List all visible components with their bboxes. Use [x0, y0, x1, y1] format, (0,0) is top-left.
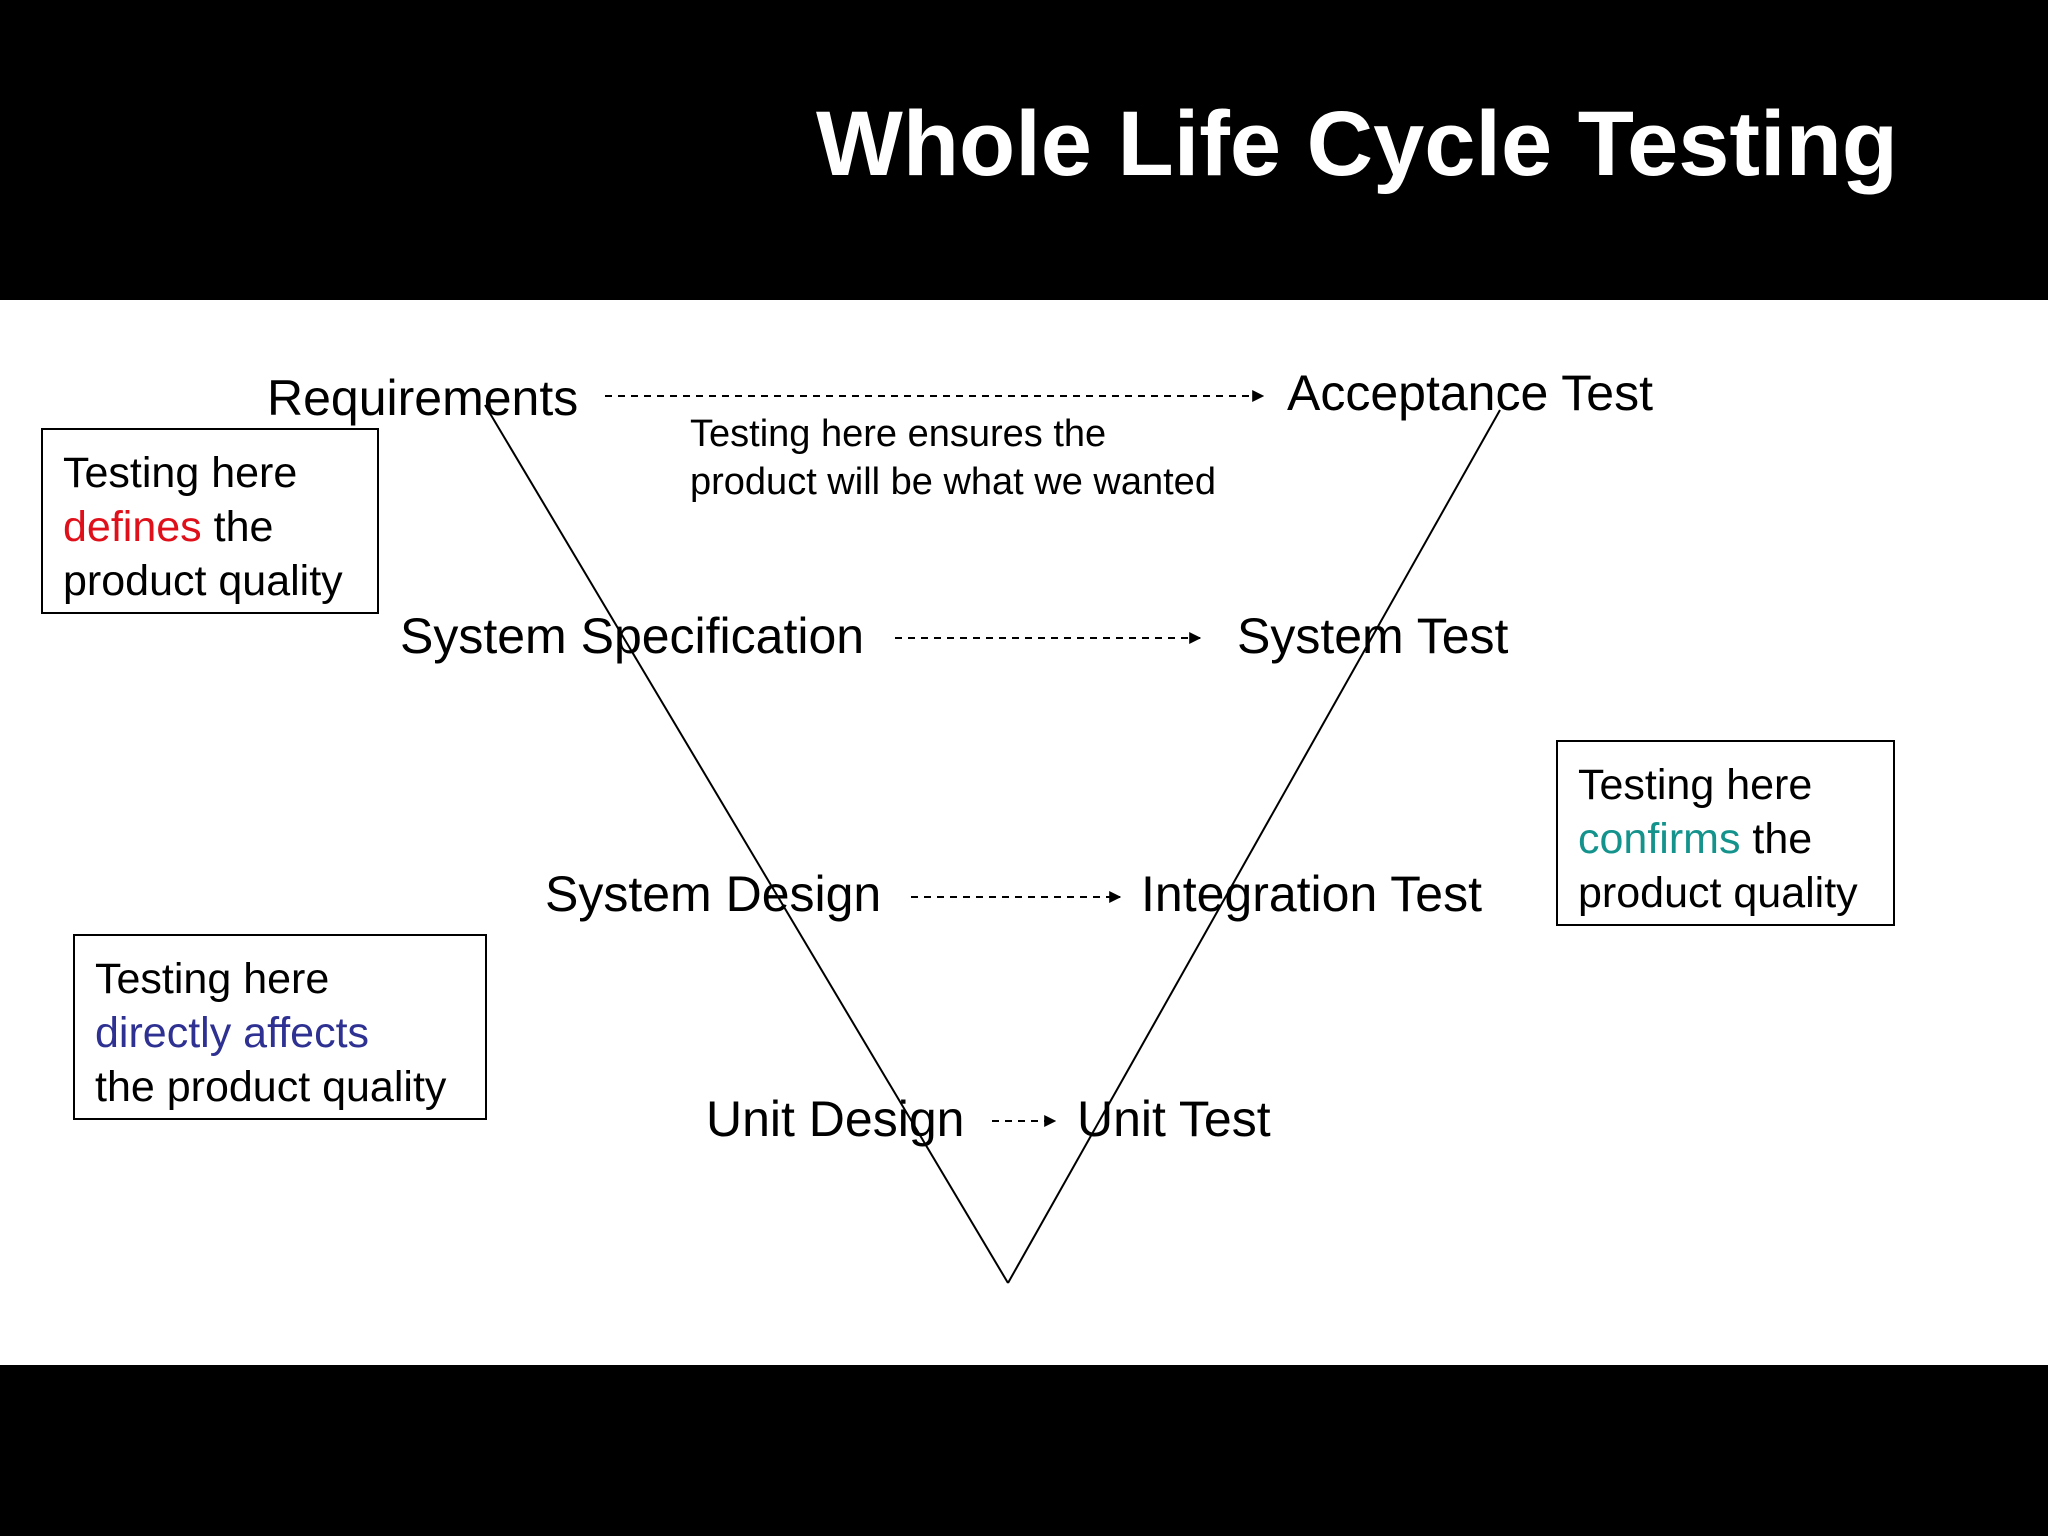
acceptance-note-line-2: product will be what we wanted — [690, 461, 1216, 503]
acceptance-note: Testing here ensures the product will be… — [690, 410, 1216, 506]
highlight-confirms: confirms — [1578, 815, 1741, 863]
stage-system-test: System Test — [1237, 608, 1509, 664]
callout-defines-line-3: product quality — [63, 557, 343, 605]
callout-confirms-line-2: confirms the — [1578, 812, 1893, 866]
stage-requirements: Requirements — [267, 370, 579, 426]
v-left-leg — [484, 404, 1009, 1284]
stage-system-design: System Design — [545, 866, 882, 922]
callout-affects-line-3: the product quality — [95, 1063, 447, 1111]
callout-affects-line-1: Testing here — [95, 955, 330, 1003]
v-right-leg — [1007, 409, 1501, 1284]
callout-confirms-line-1: Testing here — [1578, 761, 1813, 809]
callout-box-confirms: Testing here confirms the product qualit… — [1556, 740, 1895, 926]
stage-system-specification: System Specification — [400, 608, 865, 664]
callout-defines-line-1: Testing here — [63, 449, 298, 497]
slide-title: Whole Life Cycle Testing — [816, 93, 1898, 195]
stage-unit-test: Unit Test — [1077, 1091, 1271, 1147]
callout-confirms-rest: the — [1740, 815, 1813, 863]
highlight-affects: directly affects — [95, 1009, 370, 1057]
stage-acceptance-test: Acceptance Test — [1287, 365, 1653, 421]
bottom-band — [0, 1365, 2048, 1536]
callout-box-affects: Testing here directly affects the produc… — [73, 934, 487, 1120]
title-band — [0, 0, 2048, 300]
stage-unit-design: Unit Design — [706, 1091, 965, 1147]
callout-defines-rest: the — [201, 503, 274, 551]
stage-integration-test: Integration Test — [1141, 866, 1482, 922]
acceptance-note-line-1: Testing here ensures the — [690, 413, 1107, 455]
highlight-defines: defines — [63, 503, 202, 551]
callout-box-defines: Testing here defines the product quality — [41, 428, 379, 614]
callout-confirms-line-3: product quality — [1578, 869, 1858, 917]
callout-defines-line-2: defines the — [63, 500, 377, 554]
